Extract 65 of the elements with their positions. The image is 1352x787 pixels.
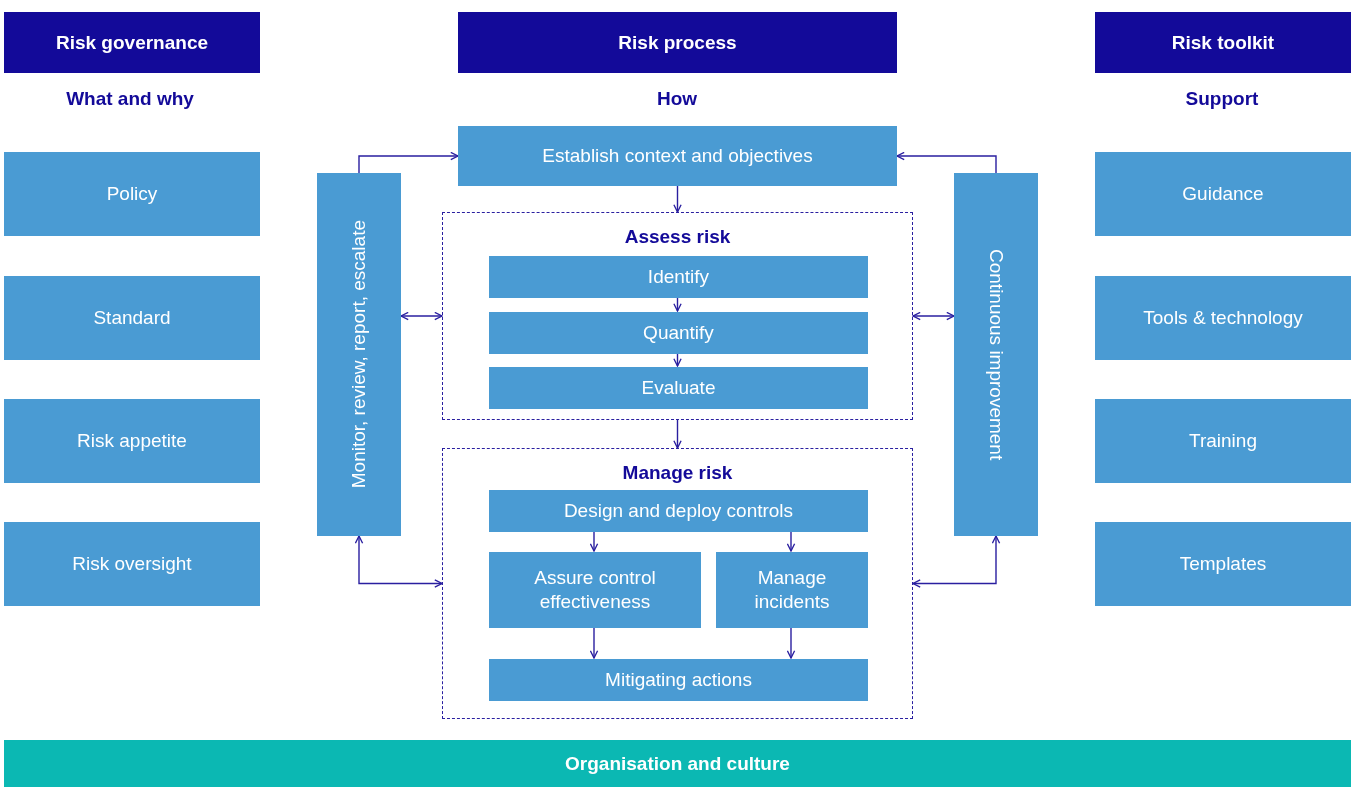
box-label: Standard — [93, 306, 171, 330]
column-subheading: Support — [1185, 88, 1259, 109]
process-box — [4, 522, 260, 606]
connector-arrow — [912, 311, 955, 321]
box-label: Policy — [106, 182, 158, 206]
process-box — [317, 173, 401, 536]
process-box — [716, 552, 868, 628]
box-label: Design and deploy controls — [563, 499, 794, 523]
connector-arrow — [400, 311, 443, 321]
box-label: Risk governance — [55, 30, 209, 55]
box-label: Risk appetite — [77, 429, 187, 453]
box-label: Mitigating actions — [605, 668, 752, 692]
box-label: Risk process — [618, 30, 737, 55]
box-label: Guidance — [1182, 182, 1264, 206]
box-label: Tools & technology — [1143, 306, 1303, 330]
dashed-group-frame — [442, 212, 913, 420]
connector-arrow — [786, 530, 796, 552]
connector-arrow — [354, 535, 443, 588]
process-box — [489, 312, 868, 354]
column-header-bar — [1095, 12, 1351, 73]
connector-arrow — [673, 185, 682, 213]
box-label: Establish context and objectives — [542, 144, 813, 168]
foundation-band — [4, 740, 1351, 787]
box-label: Organisation and culture — [565, 751, 790, 776]
column-header-bar — [4, 12, 260, 73]
connector-arrow — [896, 151, 997, 174]
process-box — [1095, 276, 1351, 360]
box-label: Evaluate — [641, 376, 716, 400]
connector-arrow — [673, 352, 682, 367]
box-label: Continuous improvement — [985, 248, 1008, 461]
connector-arrow — [358, 151, 459, 174]
process-box — [954, 173, 1038, 536]
group-title: Manage risk — [621, 461, 734, 485]
dashed-group-frame — [442, 448, 913, 719]
group-title: Assess risk — [623, 225, 732, 249]
connector-arrow — [912, 535, 1001, 588]
box-label: Quantify — [643, 321, 714, 345]
connector-arrow — [589, 626, 599, 659]
box-label: Monitor, review, report, escalate — [347, 220, 370, 489]
box-label: Manage incidents — [753, 566, 831, 614]
connector-arrow — [589, 530, 599, 552]
box-label: Training — [1189, 429, 1257, 453]
process-box — [1095, 399, 1351, 483]
process-box — [458, 126, 897, 186]
connector-arrow — [673, 419, 682, 449]
box-label: Identify — [647, 265, 710, 289]
process-box — [489, 367, 868, 409]
column-header-bar — [458, 12, 897, 73]
column-subheading: What and why — [66, 88, 194, 109]
process-box — [1095, 152, 1351, 236]
connector-arrow — [786, 626, 796, 659]
box-label: Risk oversight — [72, 552, 192, 576]
process-box — [489, 552, 701, 628]
connector-arrow — [673, 296, 682, 312]
process-box — [489, 490, 868, 532]
process-box — [489, 256, 868, 298]
column-subheading: How — [656, 88, 698, 109]
process-box — [1095, 522, 1351, 606]
box-label: Templates — [1179, 552, 1267, 576]
process-box — [489, 659, 868, 701]
box-label: Assure control effectiveness — [533, 566, 657, 614]
process-box — [4, 152, 260, 236]
box-label: Risk toolkit — [1171, 30, 1275, 55]
process-box — [4, 276, 260, 360]
process-box — [4, 399, 260, 483]
